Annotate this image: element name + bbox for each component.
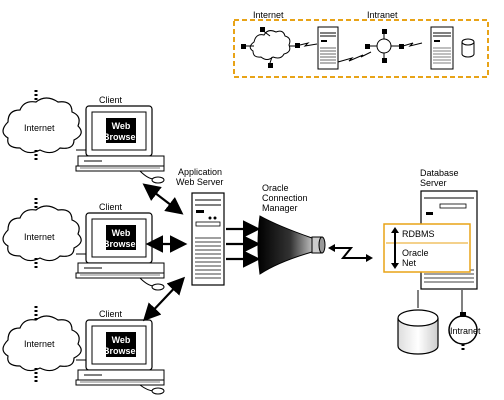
inset-node-icon (268, 63, 273, 68)
inset-hub-icon (376, 38, 392, 54)
internet-cloud-icon (2, 97, 82, 154)
cm-label-3: Manager (262, 203, 298, 213)
internet-cloud-icon (2, 205, 82, 262)
client-row-3: Internet Client Web Browser (2, 306, 165, 395)
intranet-ring-icon (448, 312, 478, 352)
rdbms-label: RDBMS (402, 229, 435, 239)
inset-border (233, 19, 489, 78)
client-row-2: Internet Client Web Browser (2, 198, 165, 291)
computer-icon: Web Browser (75, 319, 165, 386)
cm-label-2: Connection (262, 193, 308, 203)
oracle-connection-manager: Oracle Connection Manager (257, 183, 326, 275)
internet-cloud-icon (2, 315, 82, 372)
oracle-net-label-2: Net (402, 258, 417, 268)
inset-cloud-icon (249, 30, 291, 60)
inset-node-icon (260, 27, 265, 32)
application-web-server: Application Web Server (176, 167, 225, 286)
screen-line-2: Browser (103, 132, 140, 142)
cloud-label: Internet (24, 123, 55, 133)
database-server: Database Server RDBMS Oracle Net (383, 168, 481, 355)
mouse-icon (151, 283, 165, 291)
funnel-icon (257, 215, 326, 275)
app-server-label-1: Application (178, 167, 222, 177)
computer-icon: Web Browser (75, 212, 165, 279)
database-cylinder-icon (397, 309, 439, 355)
client-label: Client (99, 95, 123, 105)
client-label: Client (99, 309, 123, 319)
app-server-label-2: Web Server (176, 177, 223, 187)
inset-node-icon (295, 43, 300, 48)
server-cm-arrows (226, 220, 261, 268)
computer-icon: Web Browser (75, 105, 165, 172)
client-label: Client (99, 202, 123, 212)
inset-server-icon (317, 26, 339, 70)
inset-internet-label: Internet (253, 10, 284, 20)
rdbms-box (383, 223, 471, 273)
oracle-net-label-1: Oracle (402, 248, 429, 258)
screen-line-2: Browser (103, 346, 140, 356)
inset-server-icon (430, 26, 454, 70)
intranet-label: Intranet (450, 326, 481, 336)
cloud-label: Internet (24, 339, 55, 349)
inset-database-icon (461, 38, 475, 58)
screen-line-1: Web (112, 121, 131, 131)
cloud-label: Internet (24, 232, 55, 242)
screen-line-2: Browser (103, 239, 140, 249)
client-server-arrows (142, 183, 188, 322)
inset-node-icon (241, 44, 246, 49)
cm-label-1: Oracle (262, 183, 289, 193)
cm-db-link (331, 247, 369, 259)
server-tower-icon (191, 192, 225, 286)
db-server-label-2: Server (420, 178, 447, 188)
screen-line-1: Web (112, 228, 131, 238)
screen-line-1: Web (112, 335, 131, 345)
inset-panel: Internet Intranet (233, 10, 489, 78)
db-server-label-1: Database (420, 168, 459, 178)
mouse-icon (151, 387, 165, 395)
mouse-icon (151, 176, 165, 184)
client-row-1: Internet Client Web Browser (2, 90, 165, 184)
inset-intranet-label: Intranet (367, 10, 398, 20)
